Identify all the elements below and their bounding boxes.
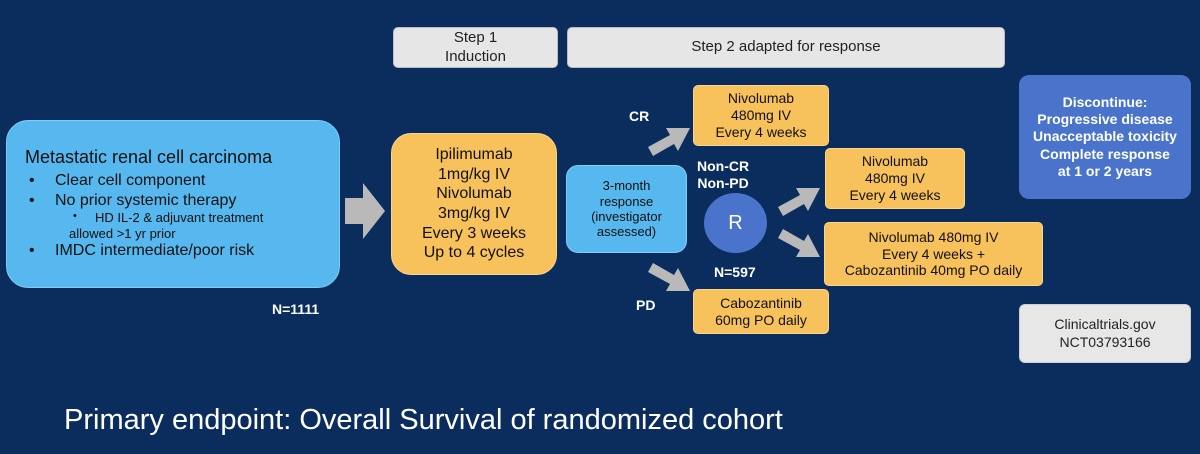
eligibility-item-clear-cell: Clear cell component — [25, 171, 263, 191]
discontinue-reason3-cont: at 1 or 2 years — [1057, 162, 1153, 179]
cr-arm-dose: 480mg IV — [731, 107, 791, 124]
randomized-count: N=597 — [714, 264, 756, 280]
response-assessment-box: 3-month response (investigator assessed) — [566, 165, 687, 253]
induction-cycles: Up to 4 cycles — [423, 244, 525, 262]
discontinue-title: Discontinue: — [1062, 94, 1148, 111]
induction-dose1: 1mg/kg IV — [437, 165, 511, 183]
randomization-label: R — [728, 211, 743, 234]
eligibility-subitem-hd-il2: HD IL-2 & adjuvant treatment allowed >1 … — [25, 210, 263, 241]
pd-label: PD — [636, 297, 656, 313]
pd-arm-box: Cabozantinib 60mg PO daily — [693, 289, 829, 334]
nonpd-arm2-line2: Every 4 weeks + — [881, 245, 986, 262]
arrow-up-right-icon — [778, 188, 820, 216]
nonpd-arm2-line1: Nivolumab 480mg IV — [868, 228, 999, 245]
discontinue-box: Discontinue: Progressive disease Unaccep… — [1019, 75, 1191, 199]
assessment-line3: (investigator — [591, 209, 662, 224]
induction-frequency: Every 3 weeks — [421, 224, 527, 242]
cr-arm-drug: Nivolumab — [727, 90, 795, 107]
arrow-right-icon — [345, 183, 385, 239]
registry-box: Clinicaltrials.gov NCT03793166 — [1019, 304, 1191, 363]
eligibility-subitem-line1: HD IL-2 & adjuvant treatment — [95, 210, 264, 226]
step2-header: Step 2 adapted for response — [567, 27, 1005, 68]
non-cr-non-pd-label: Non-CR Non-PD — [697, 158, 749, 192]
registry-site: Clinicaltrials.gov — [1054, 316, 1156, 333]
enrollment-count: N=1111 — [272, 301, 320, 317]
pd-arm-drug: Cabozantinib — [720, 294, 802, 311]
eligibility-list: Clear cell component No prior systemic t… — [25, 171, 263, 261]
non-cr-text: Non-CR — [697, 158, 750, 174]
nonpd-arm1-dose: 480mg IV — [865, 170, 925, 187]
eligibility-subitem-line2: allowed >1 yr prior — [69, 225, 176, 241]
step1-label: Step 1 — [453, 29, 498, 47]
step1-sublabel: Induction — [445, 47, 506, 65]
arrow-up-right-icon — [648, 128, 690, 156]
assessment-line1: 3-month — [602, 178, 651, 194]
randomization-circle: R — [704, 193, 767, 253]
non-pd-text: Non-PD — [697, 174, 749, 191]
step2-label: Step 2 adapted for response — [691, 38, 881, 56]
eligibility-item-imdc-risk: IMDC intermediate/poor risk — [25, 241, 263, 261]
discontinue-reason1: Progressive disease — [1037, 111, 1173, 128]
registry-id: NCT03793166 — [1059, 333, 1151, 350]
arrow-down-right-icon — [778, 229, 820, 257]
nonpd-arm2-line3: Cabozantinib 40mg PO daily — [844, 262, 1023, 279]
assessment-line2: response — [599, 193, 654, 209]
eligibility-box: Metastatic renal cell carcinoma Clear ce… — [6, 120, 340, 288]
step1-induction-header: Step 1 Induction — [393, 27, 558, 68]
discontinue-reason2: Unacceptable toxicity — [1033, 128, 1177, 145]
eligibility-title: Metastatic renal cell carcinoma — [25, 147, 273, 167]
assessment-line4: assessed) — [596, 224, 657, 240]
nonpd-arm1-box: Nivolumab 480mg IV Every 4 weeks — [825, 148, 965, 209]
discontinue-reason3: Complete response — [1040, 145, 1170, 162]
arrow-down-right-icon — [648, 263, 690, 291]
cr-arm-frequency: Every 4 weeks — [715, 123, 807, 140]
induction-box: Ipilimumab 1mg/kg IV Nivolumab 3mg/kg IV… — [391, 133, 557, 275]
nonpd-arm1-frequency: Every 4 weeks — [849, 186, 941, 203]
induction-dose2: 3mg/kg IV — [437, 205, 511, 222]
eligibility-item-no-prior-therapy: No prior systemic therapy — [25, 191, 263, 211]
cr-label: CR — [629, 108, 650, 124]
nonpd-arm2-box: Nivolumab 480mg IV Every 4 weeks + Caboz… — [824, 222, 1043, 286]
primary-endpoint: Primary endpoint: Overall Survival of ra… — [64, 404, 783, 436]
induction-drug2: Nivolumab — [436, 185, 512, 203]
nonpd-arm1-drug: Nivolumab — [861, 153, 929, 170]
induction-drug1: Ipilimumab — [435, 146, 513, 164]
pd-arm-dose: 60mg PO daily — [715, 311, 807, 328]
cr-arm-box: Nivolumab 480mg IV Every 4 weeks — [693, 85, 829, 146]
